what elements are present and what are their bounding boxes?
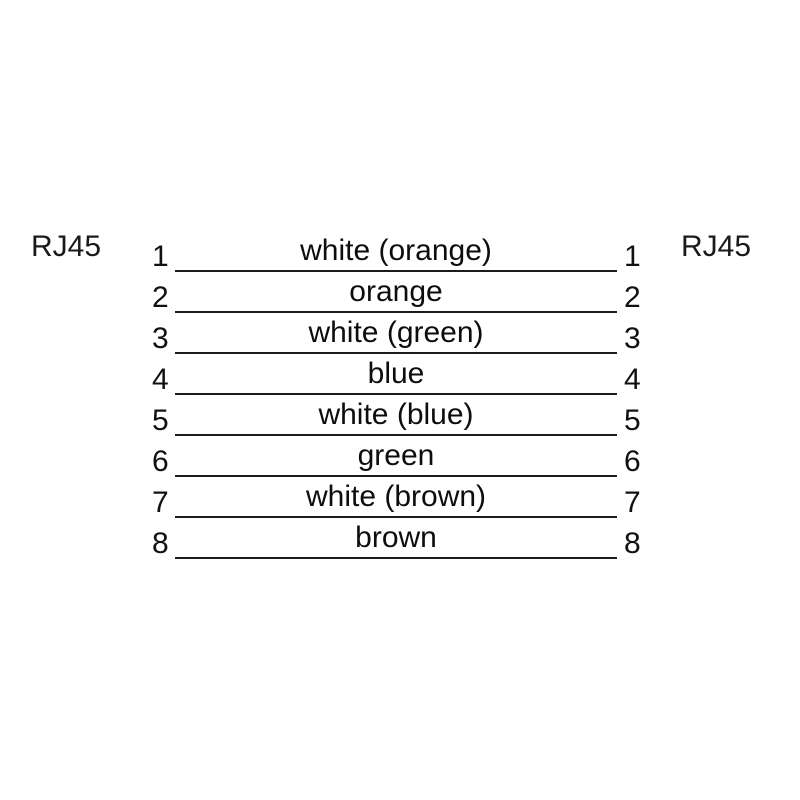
left-pin-number: 4 — [152, 363, 169, 396]
right-connector-label: RJ45 — [681, 230, 752, 263]
wire-color-label: white (brown) — [305, 480, 487, 513]
right-pin-number: 8 — [624, 527, 641, 560]
left-pin-number: 7 — [152, 486, 169, 519]
right-pin-number: 3 — [624, 322, 641, 355]
left-pin-number: 8 — [152, 527, 169, 560]
wire-color-label: blue — [367, 357, 425, 390]
right-pin-number: 1 — [624, 240, 641, 273]
left-pin-number: 3 — [152, 322, 169, 355]
wire-color-label: brown — [355, 521, 437, 554]
wire-line — [175, 311, 617, 313]
wire-line — [175, 557, 617, 559]
wire-line — [175, 270, 617, 272]
wire-line — [175, 352, 617, 354]
left-pin-number: 2 — [152, 281, 169, 314]
right-pin-number: 6 — [624, 445, 641, 478]
wire-color-label: white (blue) — [318, 398, 474, 431]
left-pin-number: 6 — [152, 445, 169, 478]
wire-line — [175, 475, 617, 477]
left-pin-number: 1 — [152, 240, 169, 273]
wire-color-label: orange — [349, 275, 443, 308]
wire-color-label: white (green) — [308, 316, 484, 349]
wire-line — [175, 516, 617, 518]
wire-color-label: white (orange) — [300, 234, 492, 267]
left-pin-number: 5 — [152, 404, 169, 437]
right-pin-number: 2 — [624, 281, 641, 314]
wire-line — [175, 434, 617, 436]
wire-line — [175, 393, 617, 395]
left-connector-label: RJ45 — [31, 230, 102, 263]
right-pin-number: 7 — [624, 486, 641, 519]
wire-color-label: green — [357, 439, 435, 472]
right-pin-number: 4 — [624, 363, 641, 396]
right-pin-number: 5 — [624, 404, 641, 437]
